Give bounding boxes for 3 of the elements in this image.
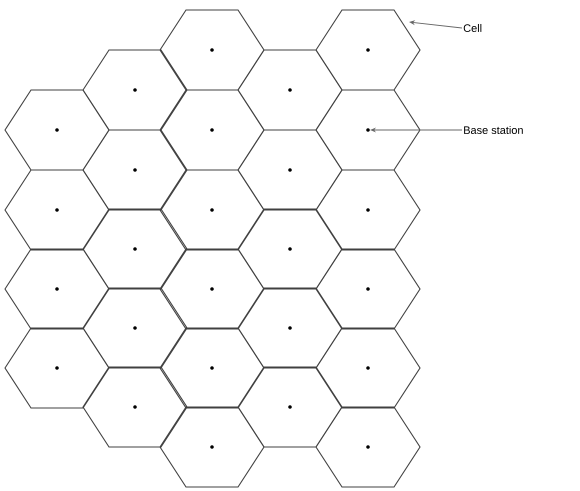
label: Base station [464,126,523,134]
label: Cell [464,24,482,32]
cell-hexagon [315,9,421,91]
